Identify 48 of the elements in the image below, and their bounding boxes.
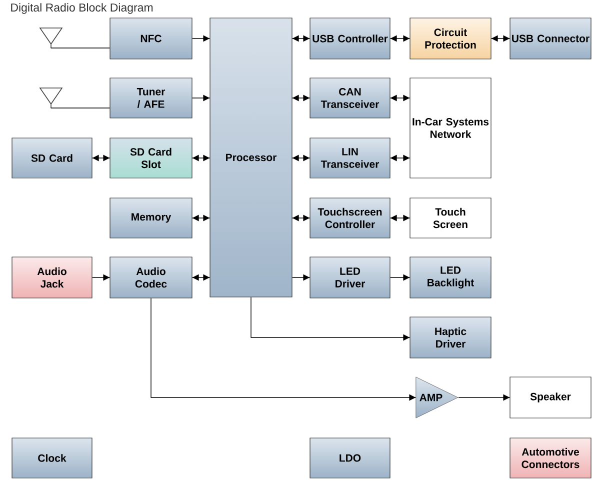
block-box: Automotive Connectors — [510, 438, 592, 478]
processor-box: Processor — [210, 18, 292, 298]
connector-arrow — [292, 94, 310, 102]
block-box: Audio Codec — [110, 256, 192, 298]
block-box: Speaker — [510, 376, 592, 418]
block-box: USB Connector — [510, 18, 592, 60]
connector-arrow — [92, 154, 110, 162]
antenna-symbol — [40, 28, 63, 48]
block-box: LDO — [310, 438, 390, 478]
block-box: NFC — [110, 18, 192, 60]
connector-arrow — [150, 298, 416, 401]
title: Digital Radio Block Diagram — [11, 3, 153, 14]
connector-arrow — [192, 35, 210, 42]
connector-arrow — [390, 274, 410, 281]
connector-arrow — [250, 296, 410, 341]
connector-arrow — [390, 154, 410, 162]
amplifier-triangle: AMP — [416, 376, 458, 418]
block-box: Circuit Protection — [410, 18, 492, 60]
network-box: In-Car Systems Network — [410, 78, 492, 178]
block-box: SD Card — [12, 138, 92, 178]
block-box: USB Controller — [310, 18, 390, 60]
connector-arrow — [490, 35, 510, 42]
block-box: LIN Transceiver — [310, 138, 390, 178]
connector-arrow — [192, 94, 210, 102]
connector-arrow — [192, 214, 210, 222]
connector-arrow — [458, 394, 510, 401]
connector-arrow — [390, 94, 410, 102]
connector-arrow — [292, 154, 310, 162]
block-box: Memory — [110, 198, 192, 238]
connector-arrow — [292, 35, 310, 42]
block-box: Tuner / AFE — [110, 78, 192, 118]
block-box: LED Driver — [310, 256, 390, 298]
connector-arrow — [292, 274, 310, 281]
connector-arrow — [390, 35, 410, 42]
block-box: Touch Screen — [410, 198, 492, 238]
block-box: SD Card Slot — [110, 138, 192, 178]
connector-arrow — [390, 214, 410, 222]
block-box: Clock — [12, 438, 92, 478]
block-box: Audio Jack — [12, 256, 92, 298]
connector-arrow — [192, 154, 210, 162]
connector-arrow — [92, 274, 110, 281]
block-box: Touchscreen Controller — [310, 198, 390, 238]
connector-arrow — [292, 214, 310, 222]
block-box: Haptic Driver — [410, 316, 492, 358]
antenna-symbol — [40, 88, 63, 108]
block-box: CAN Transceiver — [310, 78, 390, 118]
connector-arrow — [192, 274, 210, 281]
block-box: LED Backlight — [410, 256, 492, 298]
